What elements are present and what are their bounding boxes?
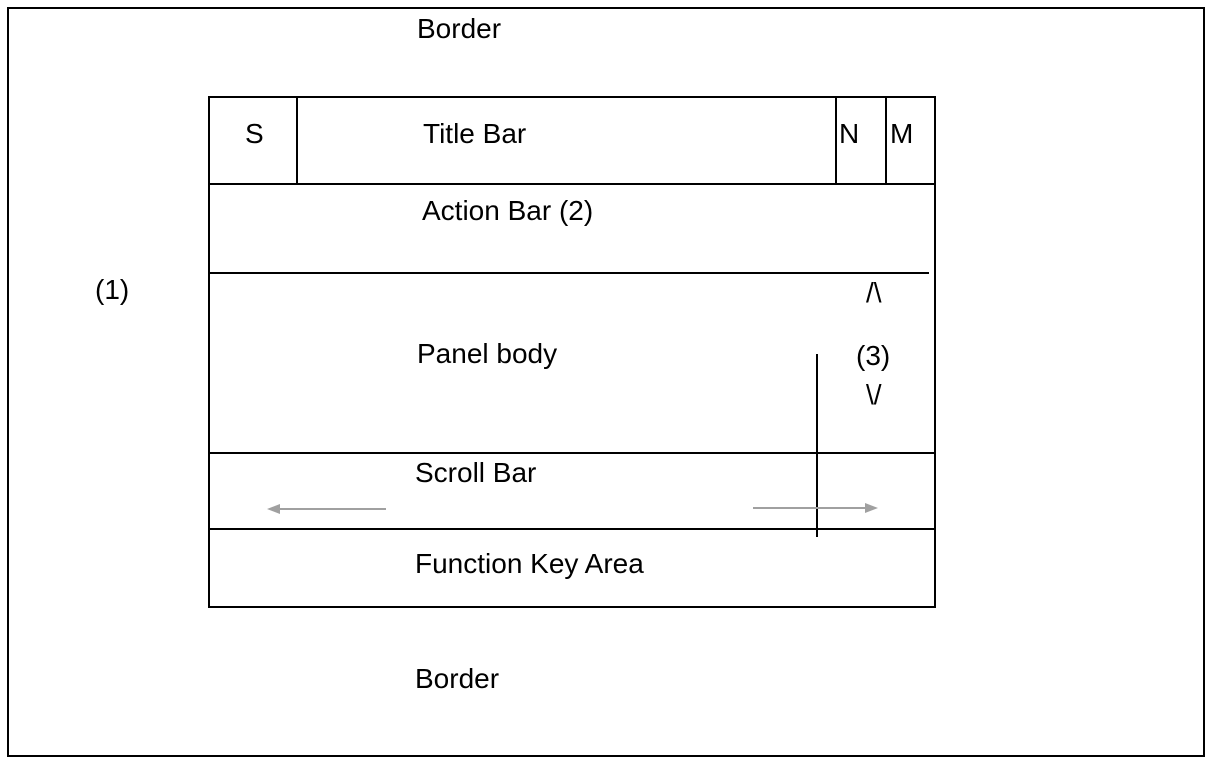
border-label-bottom: Border [415, 663, 500, 694]
right-arrow-shaft [753, 507, 865, 509]
panel-body-label: Panel body [417, 338, 558, 369]
scroll-up-symbol: /\ [866, 277, 882, 308]
arrowhead-right-icon [865, 503, 878, 513]
titlebar-n-label: N [839, 118, 860, 149]
border-label-top: Border [417, 13, 502, 44]
titlebar-bottom-line [208, 183, 936, 185]
titlebar-s-separator [296, 96, 298, 184]
ref-3-label: (3) [856, 340, 891, 371]
titlebar-m-label: M [890, 118, 914, 149]
titlebar-n-separator [835, 96, 837, 184]
titlebar-s-label: S [245, 118, 264, 149]
scroll-down-symbol: \/ [866, 379, 882, 410]
ref-1-label: (1) [95, 274, 130, 305]
left-arrow-shaft [278, 508, 386, 510]
arrowhead-left-icon [267, 504, 280, 514]
scroll-indicator-line [816, 354, 818, 537]
scrollbar-label: Scroll Bar [415, 457, 537, 488]
scrollbar-top-line [208, 452, 936, 454]
function-key-label: Function Key Area [415, 548, 644, 579]
titlebar-m-separator [885, 96, 887, 184]
actionbar-bottom-line [208, 272, 929, 274]
panel-rect [208, 96, 936, 608]
scrollbar-bottom-line [208, 528, 936, 530]
screen-border-rect [7, 7, 1205, 757]
actionbar-label: Action Bar (2) [422, 195, 594, 226]
titlebar-title-label: Title Bar [423, 118, 527, 149]
